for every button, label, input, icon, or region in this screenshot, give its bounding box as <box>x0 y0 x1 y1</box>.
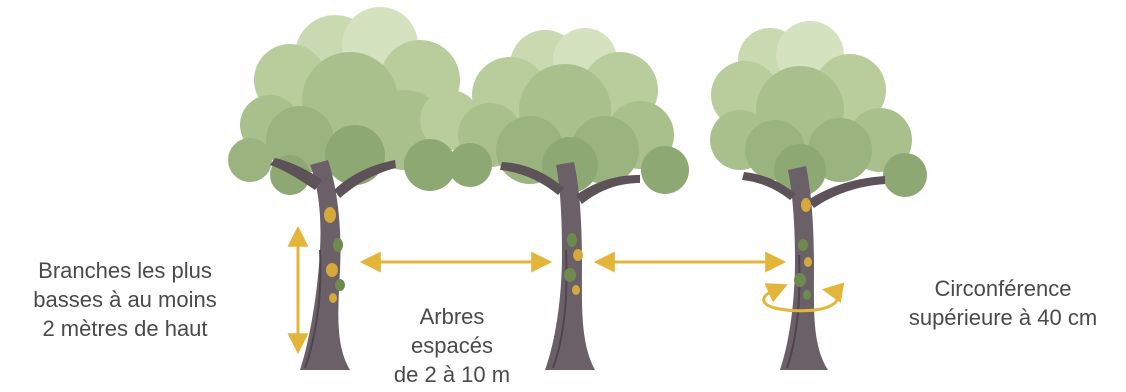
circumference-label-line-2: supérieure à 40 cm <box>908 305 1098 330</box>
tree-1-trunk <box>270 158 396 370</box>
tree-2-trunk <box>500 162 640 370</box>
tree-2-foliage <box>448 28 689 194</box>
spacing-label: Arbres espacés de 2 à 10 m <box>372 302 532 389</box>
tree-1-moss <box>324 207 345 303</box>
circumference-label: Circonférence supérieure à 40 cm <box>888 274 1118 332</box>
circumference-label-line-1: Circonférence <box>934 276 1072 301</box>
tree-3-icon <box>710 21 927 370</box>
tree-2-moss <box>564 233 583 295</box>
tree-1-icon <box>228 7 480 370</box>
tree-3-trunk <box>742 166 885 370</box>
spacing-label-line-1: Arbres <box>419 304 485 329</box>
tree-3-foliage <box>710 21 927 197</box>
tree-2-icon <box>448 28 689 370</box>
height-label-line-1: Branches les plus <box>38 258 212 283</box>
height-label-line-2: basses à au moins <box>33 287 217 312</box>
spacing-label-line-3: de 2 à 10 m <box>393 362 511 387</box>
circumference-circular-arrow-icon <box>762 282 845 313</box>
tree-1-foliage <box>228 7 480 195</box>
height-label: Branches les plus basses à au moins 2 mè… <box>5 256 245 343</box>
tree-3-moss <box>794 198 812 300</box>
height-label-line-3: 2 mètres de haut <box>42 316 208 341</box>
spacing-label-line-2: espacés <box>411 333 493 358</box>
